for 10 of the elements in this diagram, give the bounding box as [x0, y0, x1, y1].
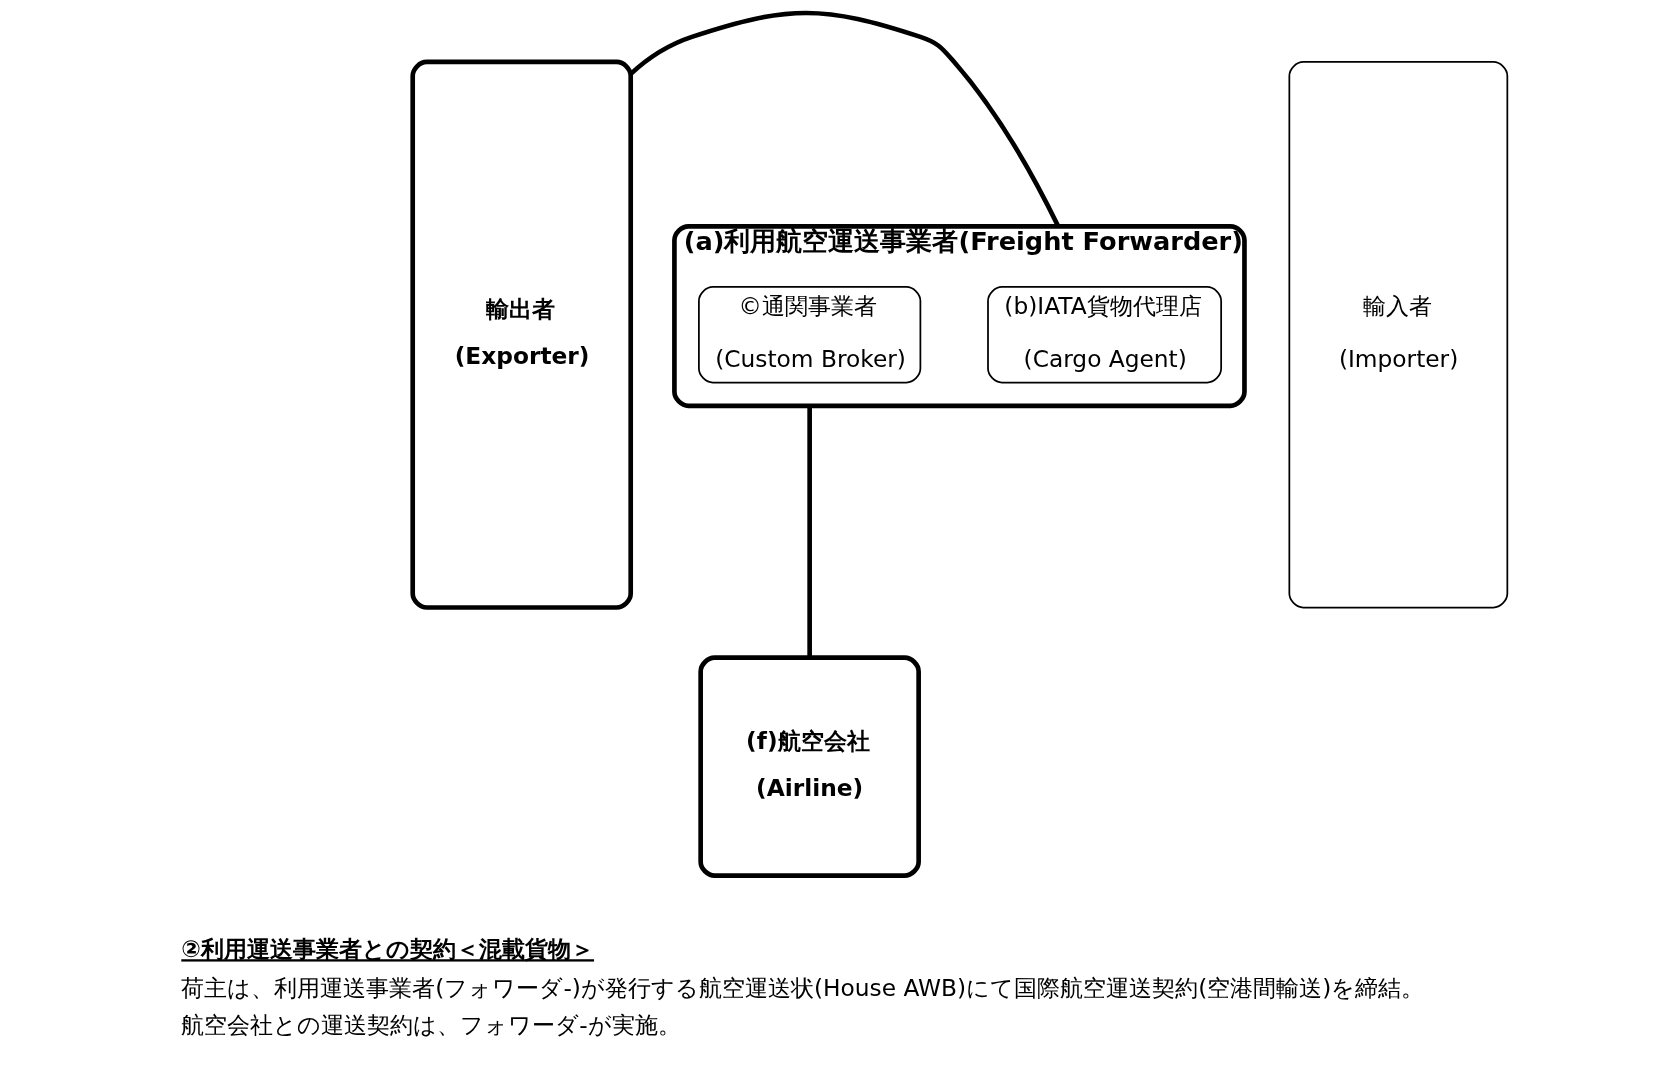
node-box: ©通関事業者 (Custom Broker)	[697, 286, 921, 384]
node-box: (b)IATA貨物代理店 (Cargo Agent)	[986, 286, 1222, 384]
node-box: 輸出者 (Exporter)	[409, 59, 633, 610]
node-box: (f)航空会社 (Airline)	[697, 655, 921, 878]
label: ②利用運送事業者との契約＜混載貨物＞	[180, 935, 594, 963]
label: 航空会社との運送契約は、フォワーダ-が実施。	[180, 1011, 681, 1039]
node-box: 輸入者 (Importer)	[1287, 61, 1508, 609]
label: 荷主は、利用運送事業者(フォワーダ-)が発行する航空運送状(House AWB)にて国際航空運送契約(空港間輸送)を締結。	[180, 973, 1424, 1001]
connector	[628, 10, 1060, 228]
connector	[806, 405, 812, 658]
